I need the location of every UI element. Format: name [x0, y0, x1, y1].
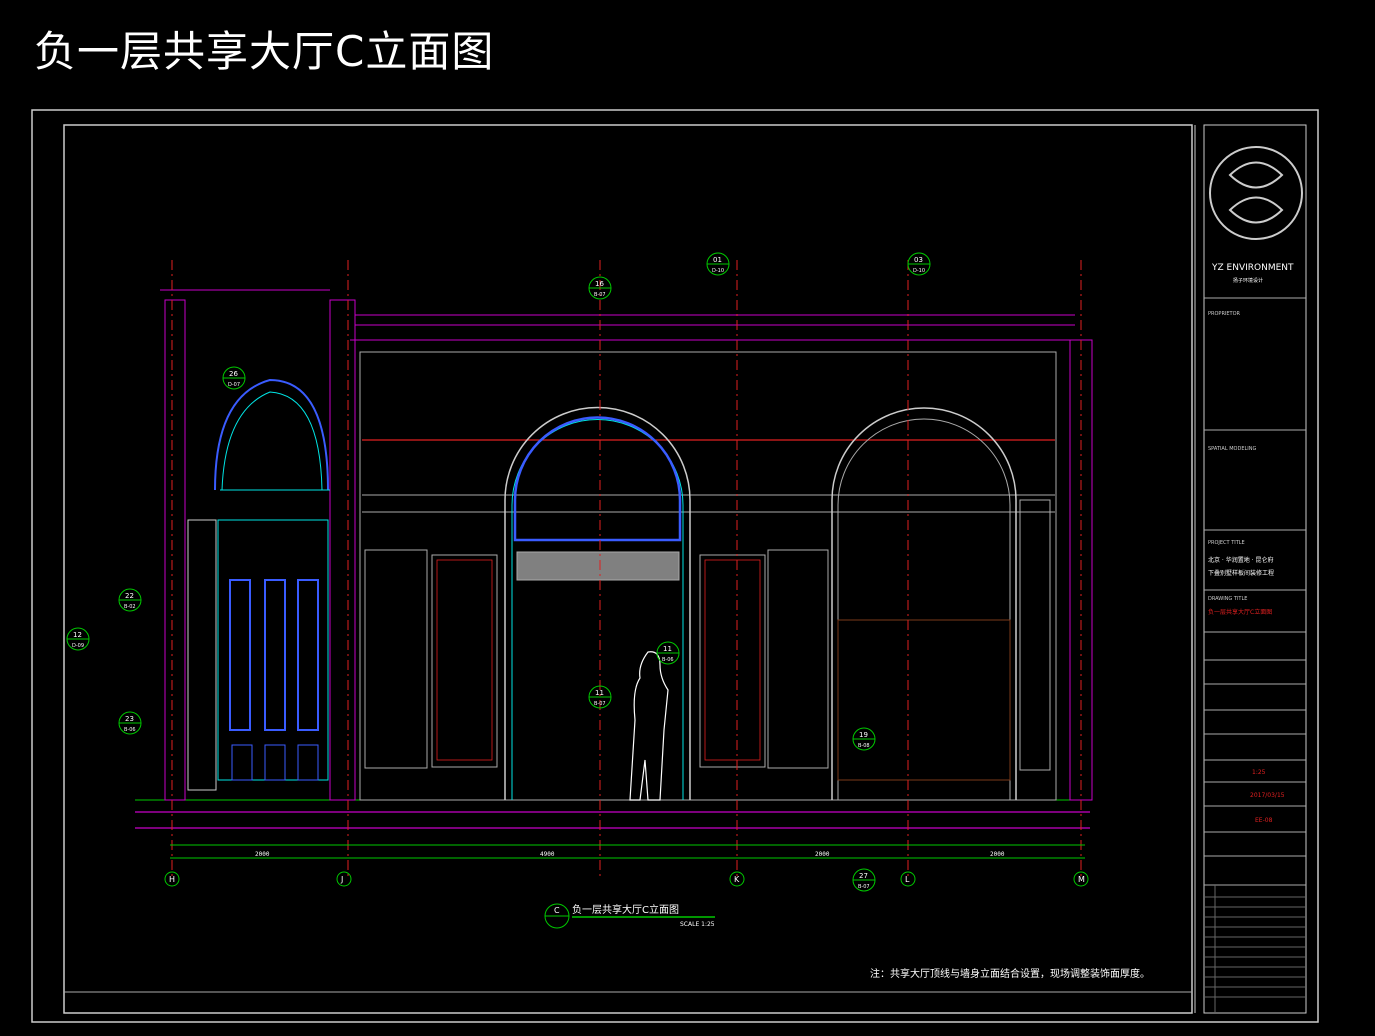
callout-bubble: 03D-10	[907, 252, 931, 276]
svg-text:C: C	[554, 906, 560, 915]
svg-text:B-06: B-06	[662, 657, 674, 663]
page-title: 负一层共享大厅C立面图	[34, 27, 495, 76]
axis-bubble-2: J	[336, 871, 352, 887]
callout-bubble: 27B-07	[852, 868, 876, 892]
svg-text:11: 11	[663, 645, 672, 653]
axis-bubble-3: K	[729, 871, 745, 887]
svg-text:B-07: B-07	[594, 292, 606, 298]
tb-date: 2017/03/15	[1250, 792, 1285, 799]
axis-bubble-5: M	[1073, 871, 1089, 887]
svg-text:H: H	[169, 875, 175, 884]
svg-text:03: 03	[914, 256, 923, 264]
brand-sub: 扬子环境设计	[1233, 277, 1263, 284]
callout-bubble: 26D-07	[222, 366, 246, 390]
sub-dimension-1: 2000	[255, 851, 270, 858]
svg-text:16: 16	[595, 280, 604, 288]
callout-bubble: 16B-07	[588, 276, 612, 300]
svg-text:K: K	[734, 875, 740, 884]
axis-bubble-4: L	[900, 871, 916, 887]
tb-project-title-label: PROJECT TITLE	[1208, 540, 1245, 546]
svg-text:D-09: D-09	[72, 643, 84, 649]
svg-text:B-07: B-07	[594, 701, 606, 707]
svg-text:SCALE 1:25: SCALE 1:25	[680, 921, 715, 928]
callout-bubble: 23B-06	[118, 711, 142, 735]
brand-logo-icon	[1209, 146, 1303, 240]
overall-dimension: 4900	[540, 851, 555, 858]
callout-bubble: 11B-07	[588, 685, 612, 709]
callout-bubble: 22B-02	[118, 588, 142, 612]
svg-text:负一层共享大厅C立面图: 负一层共享大厅C立面图	[572, 903, 679, 916]
footer-note: 注：共享大厅顶线与墙身立面结合设置，现场调整装饰面厚度。	[870, 967, 1150, 980]
callout-bubble: 19B-08	[852, 727, 876, 751]
svg-text:11: 11	[595, 689, 604, 697]
svg-text:D-10: D-10	[712, 268, 724, 274]
svg-text:19: 19	[859, 731, 868, 739]
tb-drawing-title: 负一层共享大厅C立面图	[1208, 608, 1272, 616]
svg-text:B-06: B-06	[124, 727, 136, 733]
tb-proprietor-label: PROPRIETOR	[1208, 311, 1241, 317]
tb-spatial-label: SPATIAL MODELING	[1208, 446, 1256, 452]
svg-text:23: 23	[125, 715, 134, 723]
drawing-label: C 负一层共享大厅C立面图 SCALE 1:25	[544, 903, 715, 929]
tb-scale-value: 1:25	[1252, 769, 1266, 776]
tb-drawing-title-label: DRAWING TITLE	[1208, 596, 1247, 602]
title-block-frame	[1203, 124, 1307, 1014]
svg-text:J: J	[340, 875, 343, 884]
callout-bubble: 12D-09	[66, 627, 90, 651]
svg-text:27: 27	[859, 872, 868, 880]
svg-text:26: 26	[229, 370, 238, 378]
sub-dimension-3: 2000	[990, 851, 1005, 858]
sub-dimension-2: 2000	[815, 851, 830, 858]
svg-text:22: 22	[125, 592, 134, 600]
svg-text:L: L	[905, 875, 910, 884]
svg-text:D-10: D-10	[913, 268, 925, 274]
svg-text:M: M	[1078, 875, 1085, 884]
callout-bubble: 01D-10	[706, 252, 730, 276]
svg-text:D-07: D-07	[228, 382, 240, 388]
svg-text:B-07: B-07	[858, 884, 870, 890]
brand-name: YZ ENVIRONMENT	[1211, 263, 1294, 273]
svg-text:B-08: B-08	[858, 743, 870, 749]
callout-bubble: 11B-06	[656, 641, 680, 665]
outer-frame	[31, 109, 1319, 1023]
svg-text:01: 01	[713, 256, 722, 264]
svg-text:12: 12	[73, 631, 82, 639]
tb-project-line2: 下叠别墅样板间装修工程	[1208, 569, 1274, 577]
axis-bubble-1: H	[164, 871, 180, 887]
tb-project-line1: 北京 · 华润置地 · 昆仑府	[1208, 556, 1273, 564]
inner-frame	[63, 124, 1193, 1014]
tb-drawing-no: EE-08	[1255, 817, 1273, 824]
svg-text:B-02: B-02	[124, 604, 136, 610]
